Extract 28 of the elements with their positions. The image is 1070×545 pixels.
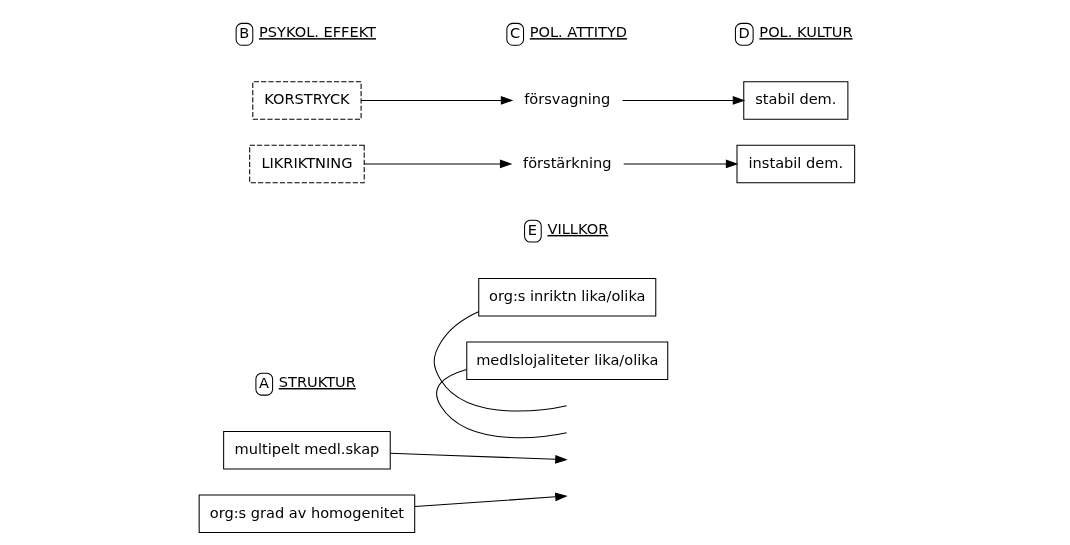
node-box: stabil dem. bbox=[742, 81, 848, 120]
label: D bbox=[738, 24, 750, 42]
node-box: LIKRIKTNING bbox=[248, 144, 365, 184]
label: POL. KULTUR bbox=[758, 23, 853, 41]
node-box: multipelt medl.skap bbox=[222, 431, 391, 470]
arrow bbox=[360, 96, 513, 105]
node-box: org:s inriktn lika/olika bbox=[477, 277, 656, 317]
node-text: förstärkning bbox=[522, 153, 611, 171]
arrow bbox=[621, 96, 745, 105]
arrow bbox=[363, 159, 512, 169]
arrow bbox=[413, 492, 568, 507]
node-text: försvagning bbox=[523, 90, 610, 108]
label: C bbox=[509, 24, 520, 42]
label: VILLKOR bbox=[546, 219, 608, 237]
label: E bbox=[527, 220, 537, 238]
node-box: instabil dem. bbox=[735, 144, 855, 184]
connector bbox=[433, 311, 567, 412]
node-box: KORSTRYCK bbox=[251, 81, 362, 120]
label: POL. ATTITYD bbox=[529, 23, 627, 41]
arrow bbox=[389, 452, 568, 464]
connector bbox=[435, 368, 567, 439]
label: A bbox=[258, 374, 269, 392]
label: STRUKTUR bbox=[278, 372, 356, 390]
arrow bbox=[622, 159, 738, 169]
label: PSYKOL. EFFEKT bbox=[258, 23, 376, 41]
label: B bbox=[238, 24, 249, 42]
node-box: medlslojaliteter lika/olika bbox=[465, 341, 668, 380]
node-box: org:s grad av homogenitet bbox=[198, 494, 415, 534]
